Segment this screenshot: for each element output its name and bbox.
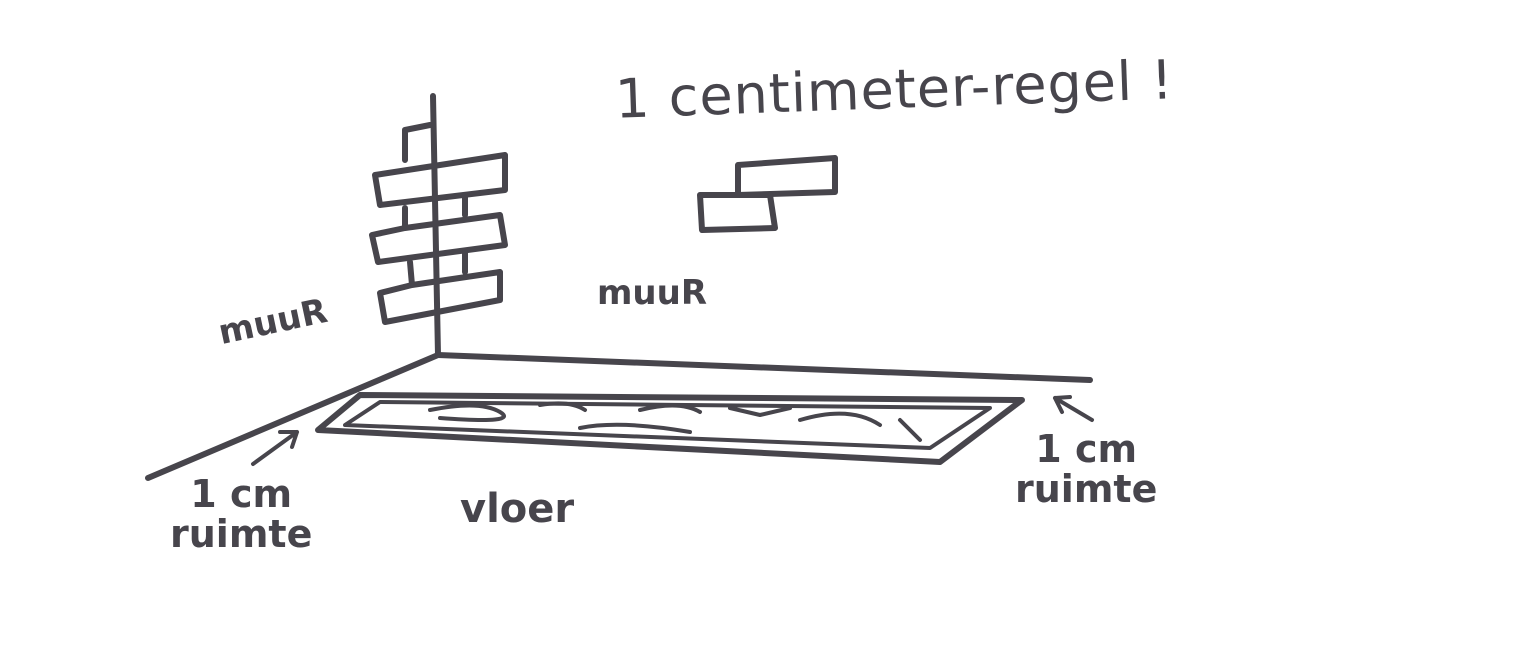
gap-right-line1: 1 cm (1035, 427, 1138, 471)
gap-left-line2: ruimte (170, 511, 313, 556)
floor-mat (315, 392, 1025, 465)
brick-wall-side (369, 122, 508, 325)
brick-wall-back (697, 155, 838, 233)
floor-lines (145, 352, 1093, 481)
arrow-left (251, 430, 299, 466)
gap-left-line1: 1 cm (190, 472, 293, 516)
gap-left-label: 1 cm ruimte (170, 472, 313, 556)
gap-right-line2: ruimte (1015, 466, 1158, 511)
arrow-right (1053, 395, 1094, 422)
gap-right-label: 1 cm ruimte (1015, 427, 1158, 511)
wall-back-label: muuR (597, 273, 708, 313)
floor-label: vloer (460, 486, 575, 532)
